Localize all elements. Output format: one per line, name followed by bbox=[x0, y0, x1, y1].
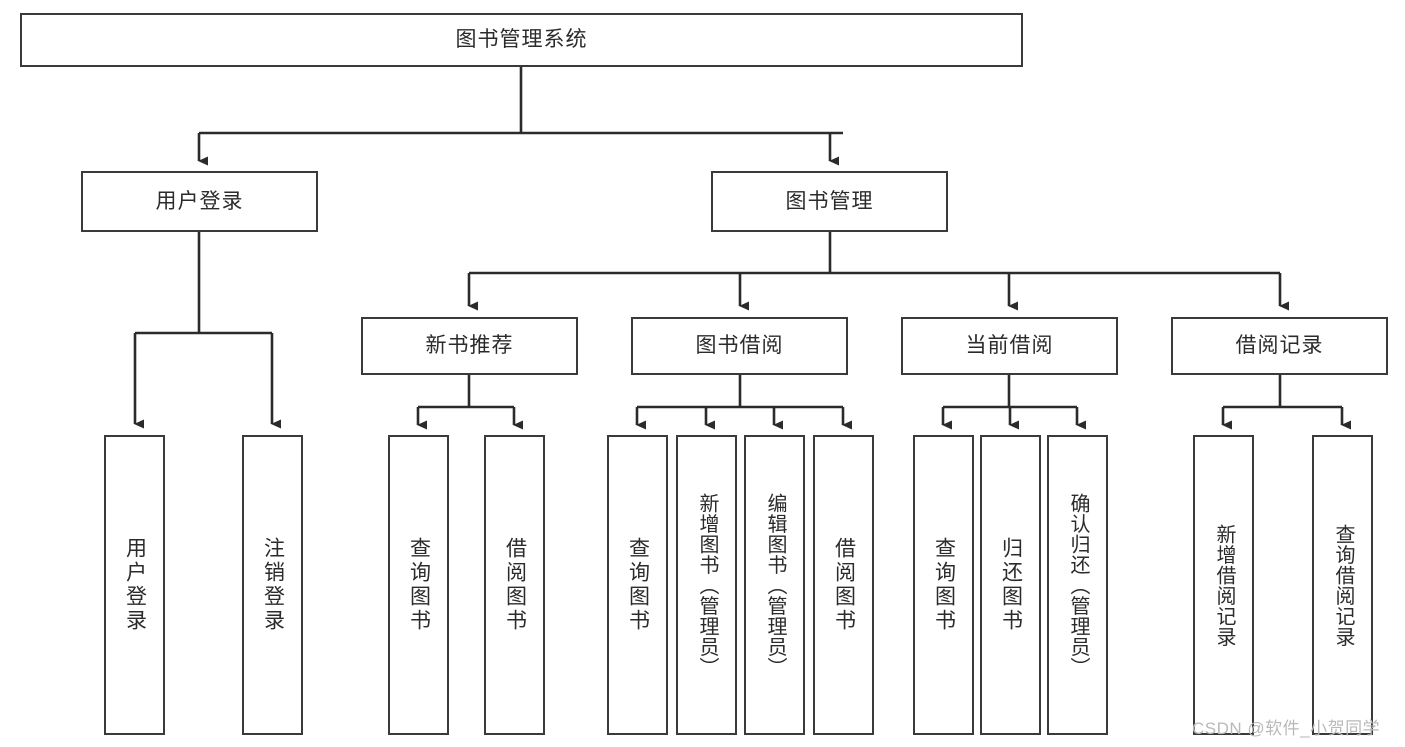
node-leaf-return-book[interactable]: 归还图书 bbox=[980, 435, 1041, 735]
node-borrow-record-label: 借阅记录 bbox=[1235, 334, 1324, 358]
node-leaf-query-book-current-label: 查询图书 bbox=[932, 537, 956, 633]
node-leaf-add-borrow-record[interactable]: 新增借阅记录 bbox=[1193, 435, 1254, 735]
node-leaf-query-book-borrow-label: 查询图书 bbox=[626, 537, 650, 633]
node-user-login-label: 用户登录 bbox=[155, 189, 244, 213]
node-new-book-recommend-label: 新书推荐 bbox=[425, 334, 514, 358]
node-leaf-logout-login[interactable]: 注销登录 bbox=[242, 435, 303, 735]
node-root-label: 图书管理系统 bbox=[455, 28, 588, 52]
node-leaf-add-book-admin[interactable]: 新增图书（管理员） bbox=[676, 435, 737, 735]
node-leaf-edit-book-admin-label: 编辑图书（管理员） bbox=[764, 492, 786, 678]
node-leaf-edit-book-admin[interactable]: 编辑图书（管理员） bbox=[744, 435, 805, 735]
node-leaf-add-book-admin-label: 新增图书（管理员） bbox=[696, 492, 718, 678]
node-book-borrow[interactable]: 图书借阅 bbox=[631, 317, 848, 375]
node-leaf-query-book-rec[interactable]: 查询图书 bbox=[388, 435, 449, 735]
watermark: CSDN @软件_小贺同学 bbox=[1192, 719, 1381, 738]
node-leaf-borrow-book-label: 借阅图书 bbox=[832, 537, 856, 633]
node-new-book-recommend[interactable]: 新书推荐 bbox=[361, 317, 578, 375]
node-leaf-add-borrow-record-label: 新增借阅记录 bbox=[1213, 523, 1235, 647]
node-book-manage[interactable]: 图书管理 bbox=[711, 171, 948, 232]
node-current-borrow[interactable]: 当前借阅 bbox=[901, 317, 1118, 375]
node-book-manage-label: 图书管理 bbox=[785, 189, 874, 213]
node-root[interactable]: 图书管理系统 bbox=[20, 13, 1023, 67]
node-borrow-record[interactable]: 借阅记录 bbox=[1171, 317, 1388, 375]
node-leaf-borrow-book[interactable]: 借阅图书 bbox=[813, 435, 874, 735]
node-leaf-confirm-return-admin-label: 确认归还（管理员） bbox=[1067, 492, 1089, 678]
node-leaf-user-login-label: 用户登录 bbox=[123, 537, 147, 633]
node-leaf-logout-login-label: 注销登录 bbox=[261, 537, 285, 633]
node-leaf-query-book-rec-label: 查询图书 bbox=[407, 537, 431, 633]
node-leaf-return-book-label: 归还图书 bbox=[999, 537, 1023, 633]
node-leaf-borrow-book-rec-label: 借阅图书 bbox=[503, 537, 527, 633]
node-leaf-user-login[interactable]: 用户登录 bbox=[104, 435, 165, 735]
node-leaf-query-book-current[interactable]: 查询图书 bbox=[913, 435, 974, 735]
node-current-borrow-label: 当前借阅 bbox=[965, 334, 1054, 358]
node-leaf-borrow-book-rec[interactable]: 借阅图书 bbox=[484, 435, 545, 735]
node-leaf-confirm-return-admin[interactable]: 确认归还（管理员） bbox=[1047, 435, 1108, 735]
node-leaf-query-borrow-record-label: 查询借阅记录 bbox=[1332, 523, 1354, 647]
node-leaf-query-book-borrow[interactable]: 查询图书 bbox=[607, 435, 668, 735]
node-leaf-query-borrow-record[interactable]: 查询借阅记录 bbox=[1312, 435, 1373, 735]
node-book-borrow-label: 图书借阅 bbox=[695, 334, 784, 358]
node-user-login[interactable]: 用户登录 bbox=[81, 171, 318, 232]
